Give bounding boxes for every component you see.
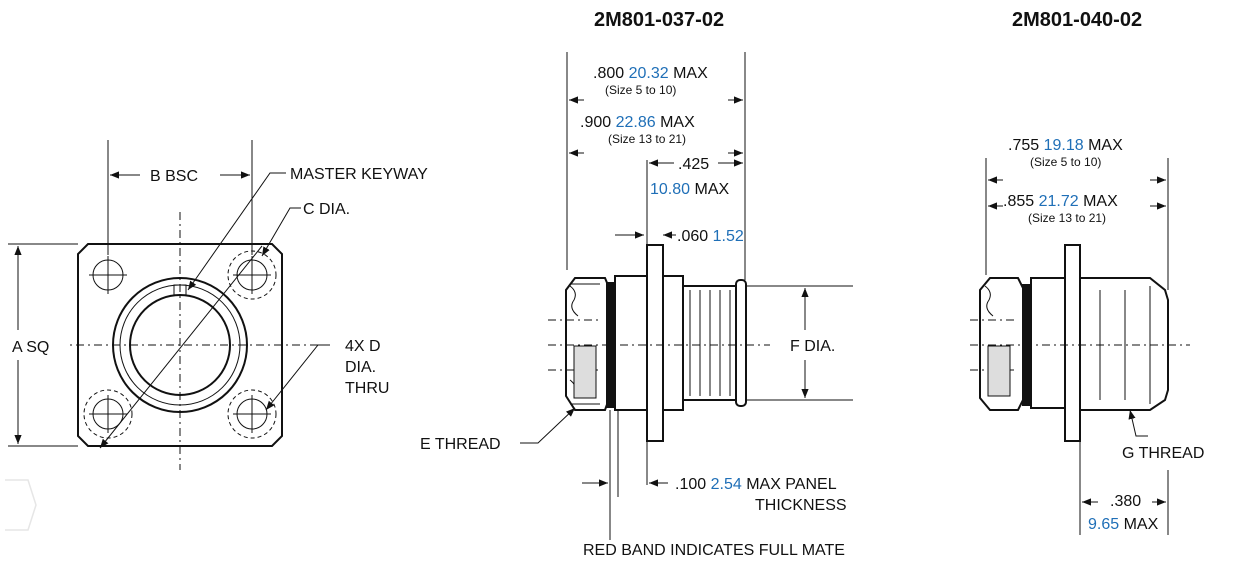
dim-380-in: .380 bbox=[1110, 493, 1141, 510]
master-keyway bbox=[173, 284, 187, 296]
dim-855-in: .855 bbox=[1003, 193, 1034, 210]
o-ring bbox=[735, 279, 747, 407]
jam-nut bbox=[662, 275, 684, 411]
side-view-037: .800 20.32 MAX (Size 5 to 10) .900 22.86… bbox=[420, 52, 853, 559]
dim-800-in: .800 bbox=[593, 65, 624, 82]
svg-text:.755 19.18 MAX: .755 19.18 MAX bbox=[1008, 137, 1123, 154]
svg-text:9.65 MAX: 9.65 MAX bbox=[1088, 516, 1159, 533]
dim-425-in: .425 bbox=[678, 156, 709, 173]
dim-855-note: (Size 13 to 21) bbox=[1028, 211, 1106, 225]
f-dia-label: F DIA. bbox=[790, 338, 835, 355]
threaded-barrel-040 bbox=[1079, 277, 1169, 411]
red-band bbox=[606, 282, 615, 408]
dim-855-mm: 21.72 bbox=[1039, 193, 1079, 210]
dim-755-max: MAX bbox=[1088, 137, 1123, 154]
d-dia-label-2: DIA. bbox=[345, 359, 376, 376]
panel-in: .100 bbox=[675, 476, 706, 493]
dim-755-mm: 19.18 bbox=[1044, 137, 1084, 154]
outer-ring bbox=[112, 277, 248, 413]
svg-text:.060 1.52: .060 1.52 bbox=[677, 228, 744, 245]
dim-800-max: MAX bbox=[673, 65, 708, 82]
master-keyway-label: MASTER KEYWAY bbox=[290, 166, 428, 183]
dim-060-in: .060 bbox=[677, 228, 708, 245]
dim-900-mm: 22.86 bbox=[616, 114, 656, 131]
e-thread-label: E THREAD bbox=[420, 436, 501, 453]
title-040: 2M801-040-02 bbox=[1012, 9, 1142, 31]
body-shell bbox=[614, 275, 648, 411]
d-dia-label-1: 4X D bbox=[345, 338, 381, 355]
svg-text:.100 2.54 MAX PANEL: .100 2.54 MAX PANEL bbox=[675, 476, 837, 493]
front-view: B BSC MASTER KEYWAY C DIA. A SQ 4X D DIA… bbox=[5, 140, 428, 531]
title-037: 2M801-037-02 bbox=[594, 9, 724, 31]
d-dia-label-3: THRU bbox=[345, 380, 389, 397]
flange-outline bbox=[77, 243, 283, 447]
panel-line2: THICKNESS bbox=[755, 497, 847, 514]
dim-755-in: .755 bbox=[1008, 137, 1039, 154]
dim-900-max: MAX bbox=[660, 114, 695, 131]
panel-line1: MAX PANEL bbox=[746, 476, 837, 493]
c-dia-label: C DIA. bbox=[303, 201, 350, 218]
red-band-note: RED BAND INDICATES FULL MATE bbox=[583, 542, 845, 559]
svg-text:.855 21.72 MAX: .855 21.72 MAX bbox=[1003, 193, 1118, 210]
side-view-040: .755 19.18 MAX (Size 5 to 10) .855 21.72… bbox=[970, 137, 1204, 535]
panel-mm: 2.54 bbox=[711, 476, 742, 493]
dim-800-note: (Size 5 to 10) bbox=[605, 83, 676, 97]
dim-425-max: MAX bbox=[695, 181, 730, 198]
dim-425-mm: 10.80 bbox=[650, 181, 690, 198]
coupling-nut-040 bbox=[979, 277, 1025, 411]
b-bsc-label: B BSC bbox=[150, 168, 198, 185]
a-sq-label: A SQ bbox=[12, 339, 49, 356]
dim-800-mm: 20.32 bbox=[629, 65, 669, 82]
dim-900-in: .900 bbox=[580, 114, 611, 131]
svg-text:.900 22.86 MAX: .900 22.86 MAX bbox=[580, 114, 695, 131]
flange-040 bbox=[1064, 244, 1081, 442]
svg-text:10.80 MAX: 10.80 MAX bbox=[650, 181, 730, 198]
dim-060-mm: 1.52 bbox=[713, 228, 744, 245]
flange bbox=[646, 244, 664, 442]
dim-380-max: MAX bbox=[1124, 516, 1159, 533]
svg-text:.800 20.32 MAX: .800 20.32 MAX bbox=[593, 65, 708, 82]
dim-755-note: (Size 5 to 10) bbox=[1030, 155, 1101, 169]
dim-900-note: (Size 13 to 21) bbox=[608, 132, 686, 146]
g-thread-label: G THREAD bbox=[1122, 445, 1204, 462]
dim-380-mm: 9.65 bbox=[1088, 516, 1119, 533]
dim-855-max: MAX bbox=[1083, 193, 1118, 210]
body-shell-040 bbox=[1030, 277, 1066, 409]
